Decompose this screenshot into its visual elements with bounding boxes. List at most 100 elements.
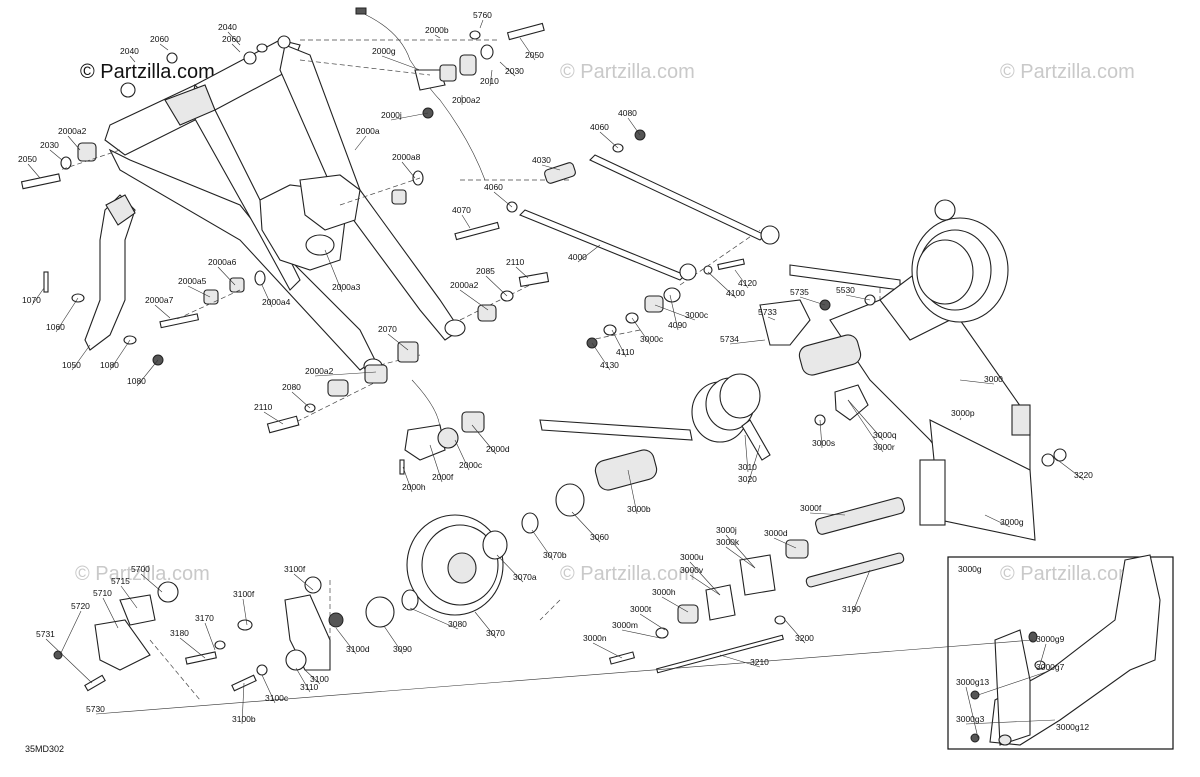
part-label-2060[interactable]: 2060	[222, 34, 241, 44]
part-label-3000t[interactable]: 3000t	[630, 604, 652, 614]
part-label-5710[interactable]: 5710	[93, 588, 112, 598]
part-label-3100f[interactable]: 3100f	[233, 589, 255, 599]
part-label-2000a4[interactable]: 2000a4	[262, 297, 291, 307]
part-label-2000a3[interactable]: 2000a3	[332, 282, 361, 292]
part-label-3100c[interactable]: 3100c	[265, 693, 289, 703]
part-label-2000b[interactable]: 2000b	[425, 25, 449, 35]
part-label-3000b[interactable]: 3000b	[627, 504, 651, 514]
part-label-3010[interactable]: 3010	[738, 462, 757, 472]
part-label-5734[interactable]: 5734	[720, 334, 739, 344]
part-label-3000g12[interactable]: 3000g12	[1056, 722, 1089, 732]
part-label-2050[interactable]: 2050	[525, 50, 544, 60]
part-label-4120[interactable]: 4120	[738, 278, 757, 288]
part-label-3000g9[interactable]: 3000g9	[1036, 634, 1065, 644]
part-label-2000h[interactable]: 2000h	[402, 482, 426, 492]
part-label-3000g[interactable]: 3000g	[1000, 517, 1024, 527]
part-label-3060[interactable]: 3060	[590, 532, 609, 542]
part-label-3000u[interactable]: 3000u	[680, 552, 704, 562]
part-label-2030[interactable]: 2030	[40, 140, 59, 150]
part-label-3000s[interactable]: 3000s	[812, 438, 835, 448]
part-label-2000a2[interactable]: 2000a2	[58, 126, 87, 136]
part-label-3000g3[interactable]: 3000g3	[956, 714, 985, 724]
part-label-1080[interactable]: 1080	[127, 376, 146, 386]
part-label-4030[interactable]: 4030	[532, 155, 551, 165]
part-label-2000g[interactable]: 2000g	[372, 46, 396, 56]
part-label-5730[interactable]: 5730	[86, 704, 105, 714]
part-label-2070[interactable]: 2070	[378, 324, 397, 334]
part-label-1080[interactable]: 1080	[100, 360, 119, 370]
part-label-3000[interactable]: 3000	[984, 374, 1003, 384]
part-label-3100b[interactable]: 3100b	[232, 714, 256, 724]
part-label-5715[interactable]: 5715	[111, 576, 130, 586]
part-label-3000v[interactable]: 3000v	[680, 565, 704, 575]
part-label-2000a2[interactable]: 2000a2	[452, 95, 481, 105]
part-label-2030[interactable]: 2030	[505, 66, 524, 76]
part-label-2000a2[interactable]: 2000a2	[450, 280, 479, 290]
part-label-5733[interactable]: 5733	[758, 307, 777, 317]
part-label-3210[interactable]: 3210	[750, 657, 769, 667]
part-label-2000f[interactable]: 2000f	[432, 472, 454, 482]
part-label-4000[interactable]: 4000	[568, 252, 587, 262]
part-label-3000d[interactable]: 3000d	[764, 528, 788, 538]
part-label-4060[interactable]: 4060	[484, 182, 503, 192]
part-label-2085[interactable]: 2085	[476, 266, 495, 276]
part-label-2000d[interactable]: 2000d	[486, 444, 510, 454]
part-label-3070[interactable]: 3070	[486, 628, 505, 638]
part-label-2000j[interactable]: 2000j	[381, 110, 402, 120]
part-label-3080[interactable]: 3080	[448, 619, 467, 629]
part-label-5760[interactable]: 5760	[473, 10, 492, 20]
part-label-5700[interactable]: 5700	[131, 564, 150, 574]
part-label-3200[interactable]: 3200	[795, 633, 814, 643]
part-label-2000a[interactable]: 2000a	[356, 126, 380, 136]
part-label-2000a5[interactable]: 2000a5	[178, 276, 207, 286]
part-label-3000n[interactable]: 3000n	[583, 633, 607, 643]
part-label-3000k[interactable]: 3000k	[716, 537, 740, 547]
part-label-3220[interactable]: 3220	[1074, 470, 1093, 480]
part-label-4130[interactable]: 4130	[600, 360, 619, 370]
part-label-3070a[interactable]: 3070a	[513, 572, 537, 582]
part-label-3170[interactable]: 3170	[195, 613, 214, 623]
part-label-3000c[interactable]: 3000c	[685, 310, 709, 320]
part-label-3000r[interactable]: 3000r	[873, 442, 895, 452]
part-label-3190[interactable]: 3190	[842, 604, 861, 614]
part-label-2050[interactable]: 2050	[18, 154, 37, 164]
part-label-2040[interactable]: 2040	[120, 46, 139, 56]
part-label-2110[interactable]: 2110	[254, 402, 273, 412]
part-label-5731[interactable]: 5731	[36, 629, 55, 639]
part-label-3100[interactable]: 3100	[310, 674, 329, 684]
part-label-3180[interactable]: 3180	[170, 628, 189, 638]
part-label-1060[interactable]: 1060	[46, 322, 65, 332]
part-label-3070b[interactable]: 3070b	[543, 550, 567, 560]
part-label-3100f[interactable]: 3100f	[284, 564, 306, 574]
part-label-2000a2[interactable]: 2000a2	[305, 366, 334, 376]
part-label-3000g13[interactable]: 3000g13	[956, 677, 989, 687]
part-label-5735[interactable]: 5735	[790, 287, 809, 297]
part-label-3020[interactable]: 3020	[738, 474, 757, 484]
part-label-3100d[interactable]: 3100d	[346, 644, 370, 654]
part-label-3000g7[interactable]: 3000g7	[1036, 662, 1065, 672]
part-label-2000a8[interactable]: 2000a8	[392, 152, 421, 162]
part-label-2000c[interactable]: 2000c	[459, 460, 483, 470]
part-label-1050[interactable]: 1050	[62, 360, 81, 370]
part-label-2040[interactable]: 2040	[218, 22, 237, 32]
part-label-5720[interactable]: 5720	[71, 601, 90, 611]
part-label-3110[interactable]: 3110	[300, 682, 319, 692]
part-label-3000f[interactable]: 3000f	[800, 503, 822, 513]
part-label-3000c[interactable]: 3000c	[640, 334, 664, 344]
part-label-4070[interactable]: 4070	[452, 205, 471, 215]
part-label-5530[interactable]: 5530	[836, 285, 855, 295]
part-label-4100[interactable]: 4100	[726, 288, 745, 298]
part-label-3000m[interactable]: 3000m	[612, 620, 638, 630]
part-label-3090[interactable]: 3090	[393, 644, 412, 654]
part-label-3000h[interactable]: 3000h	[652, 587, 676, 597]
part-label-2000a6[interactable]: 2000a6	[208, 257, 237, 267]
part-label-2080[interactable]: 2080	[282, 382, 301, 392]
part-label-4060[interactable]: 4060	[590, 122, 609, 132]
part-label-4110[interactable]: 4110	[616, 347, 635, 357]
part-label-2110[interactable]: 2110	[506, 257, 525, 267]
part-label-2060[interactable]: 2060	[150, 34, 169, 44]
part-label-3000j[interactable]: 3000j	[716, 525, 737, 535]
part-label-4090[interactable]: 4090	[668, 320, 687, 330]
part-label-2000a7[interactable]: 2000a7	[145, 295, 174, 305]
part-label-1070[interactable]: 1070	[22, 295, 41, 305]
